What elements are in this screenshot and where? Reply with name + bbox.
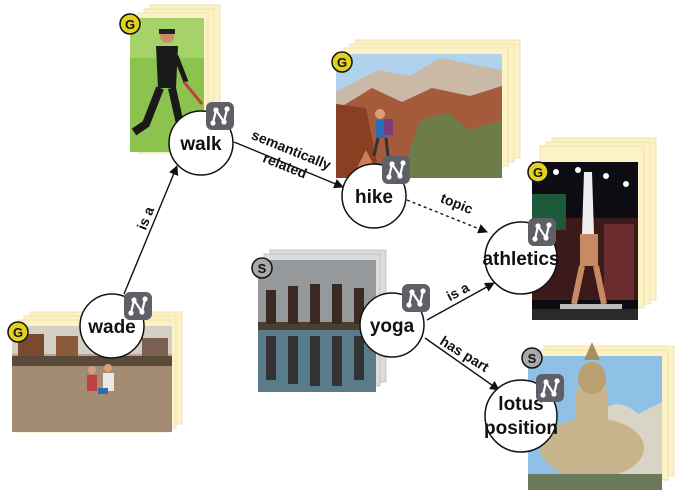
edge-label-topic: topic	[438, 190, 475, 217]
edge-yoga-athletics	[426, 282, 495, 321]
node-athletics-label: athletics	[482, 249, 559, 270]
edge-walk-hike	[233, 141, 344, 189]
network-icon	[204, 100, 236, 132]
walk-photo	[130, 18, 204, 152]
edge-wade-walk	[123, 165, 179, 295]
badge-s-lotus: S	[521, 347, 543, 369]
hike-image-stack	[336, 39, 521, 178]
hike-photo	[336, 54, 502, 178]
edges	[123, 141, 500, 391]
svg-text:S: S	[528, 351, 537, 366]
network-icon	[526, 216, 558, 248]
node-lotus-position[interactable]: lotus position	[484, 372, 566, 453]
node-athletics[interactable]: athletics	[482, 216, 560, 295]
edge-label-is-a-wade: is a	[134, 204, 158, 232]
edge-label-has-part: has part	[437, 333, 492, 376]
node-hike[interactable]: hike	[341, 154, 412, 229]
svg-text:G: G	[125, 17, 135, 32]
node-walk[interactable]: walk	[168, 100, 236, 176]
node-yoga-label: yoga	[370, 316, 415, 337]
edge-hike-athletics	[406, 199, 488, 234]
yoga-photo	[258, 260, 376, 392]
network-icon	[380, 154, 412, 186]
edge-label-semantically-related: semantically related	[249, 126, 333, 181]
edge-yoga-lotus	[424, 337, 500, 391]
svg-text:G: G	[337, 55, 347, 70]
walk-image-stack	[130, 4, 221, 154]
badge-g-walk: G	[119, 13, 141, 35]
network-icon	[122, 290, 154, 322]
node-yoga[interactable]: yoga	[359, 282, 432, 358]
lotus-image-stack	[528, 342, 675, 490]
badge-g-wade: G	[7, 321, 29, 343]
node-wade[interactable]: wade	[79, 290, 154, 359]
node-lotus-label-line2: position	[484, 418, 558, 439]
svg-text:G: G	[13, 325, 23, 340]
svg-text:S: S	[258, 261, 267, 276]
edge-label-is-a-yoga: is a	[444, 279, 472, 304]
athletics-image-stack	[532, 137, 657, 320]
node-lotus-label-line1: lotus	[498, 394, 543, 415]
node-hike-label: hike	[355, 187, 393, 208]
badge-g-hike: G	[331, 51, 353, 73]
badge-g-athletics: G	[527, 161, 549, 183]
badge-s-yoga: S	[251, 257, 273, 279]
node-walk-label: walk	[179, 134, 222, 155]
network-icon	[534, 372, 566, 404]
network-icon	[400, 282, 432, 314]
node-wade-label: wade	[87, 317, 136, 338]
svg-text:G: G	[533, 165, 543, 180]
